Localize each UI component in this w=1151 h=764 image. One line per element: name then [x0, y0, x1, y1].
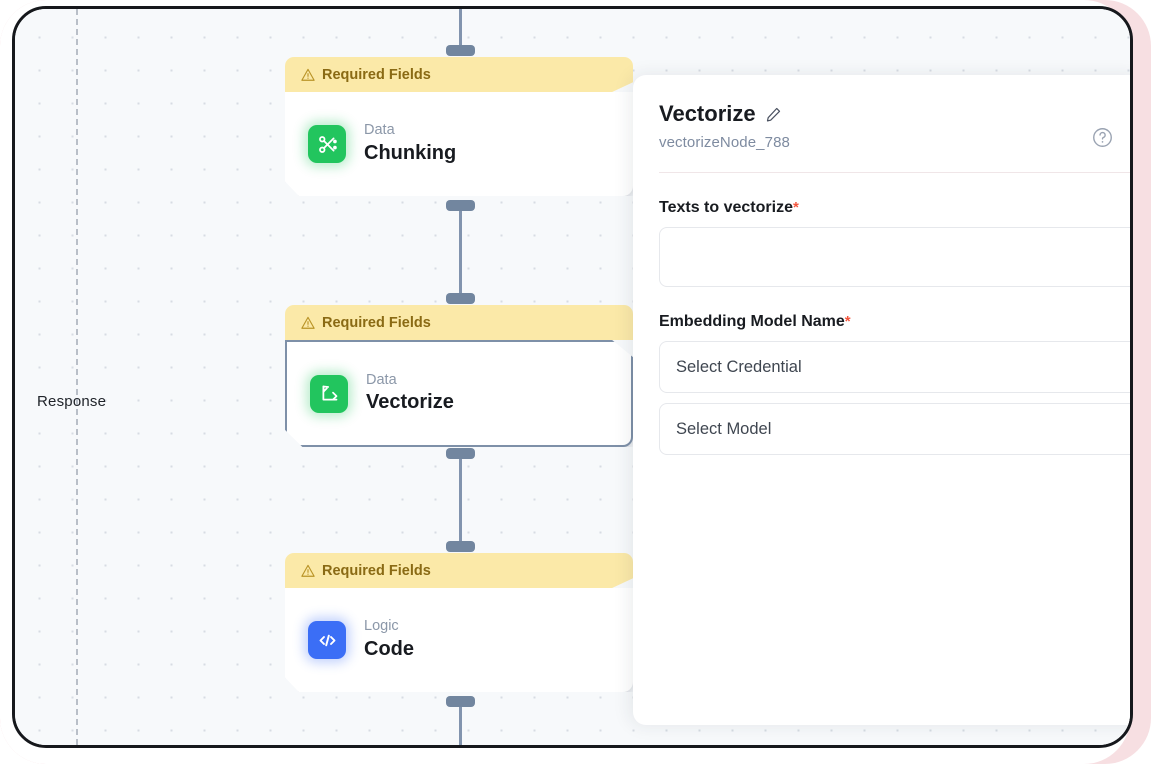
node-vectorize-body[interactable]: Data Vectorize: [285, 340, 633, 447]
pencil-icon[interactable]: [765, 106, 782, 123]
warning-triangle-icon: [301, 316, 315, 329]
node-chunking-required-banner: Required Fields: [285, 57, 633, 92]
required-marker: *: [792, 199, 799, 216]
handle-code-in[interactable]: [446, 541, 475, 552]
device-frame: Response Required Fields: [12, 6, 1133, 748]
node-chunking-title: Chunking: [364, 141, 457, 164]
node-chunking[interactable]: Required Fields Data: [285, 57, 633, 196]
question-circle-icon[interactable]: [1092, 127, 1113, 148]
node-code-body[interactable]: Logic Code: [285, 588, 633, 692]
scissors-icon: [308, 125, 346, 163]
node-code-title: Code: [364, 637, 414, 660]
panel-divider: [659, 172, 1130, 173]
handle-code-out[interactable]: [446, 696, 475, 707]
node-code[interactable]: Required Fields Logic Code: [285, 553, 633, 692]
required-marker: *: [844, 313, 851, 330]
field-texts-to-vectorize-label: Texts to vectorize*: [659, 199, 1130, 217]
code-brackets-icon: [308, 621, 346, 659]
node-chunking-text: Data Chunking: [364, 122, 457, 165]
field-embedding-model-name: Embedding Model Name* Select Credential …: [659, 313, 1130, 455]
node-vectorize-category: Data: [366, 371, 397, 388]
node-code-required-banner: Required Fields: [285, 553, 633, 588]
vector-arrow-icon: [310, 374, 348, 413]
panel-header: Vectorize: [659, 101, 1130, 127]
select-credential-dropdown[interactable]: Select Credential: [659, 341, 1130, 393]
texts-to-vectorize-input[interactable]: [659, 227, 1130, 287]
field-label-text: Embedding Model Name: [659, 313, 845, 330]
handle-vectorize-in[interactable]: [446, 293, 475, 304]
node-vectorize-title: Vectorize: [366, 391, 454, 414]
node-code-category: Logic: [364, 618, 399, 635]
node-chunking-body[interactable]: Data Chunking: [285, 92, 633, 196]
field-texts-to-vectorize: Texts to vectorize*: [659, 199, 1130, 287]
node-chunking-banner-label: Required Fields: [322, 66, 431, 83]
handle-chunking-out[interactable]: [446, 200, 475, 211]
node-vectorize-banner-label: Required Fields: [322, 314, 431, 331]
node-vectorize-text: Data Vectorize: [366, 371, 454, 415]
select-model-dropdown[interactable]: Select Model: [659, 403, 1130, 455]
edge-chunking-to-vectorize: [459, 205, 462, 301]
edge-bottom: [459, 701, 462, 745]
warning-triangle-icon: [301, 68, 315, 81]
panel-node-id: vectorizeNode_788: [659, 134, 790, 151]
response-guide-line: [76, 9, 78, 745]
edge-vectorize-to-code: [459, 453, 462, 549]
response-guide-label: Response: [37, 393, 107, 410]
node-code-banner-label: Required Fields: [322, 562, 431, 579]
edge-top: [459, 9, 462, 45]
warning-triangle-icon: [301, 564, 315, 577]
field-embedding-model-name-label: Embedding Model Name*: [659, 313, 1130, 331]
node-chunking-category: Data: [364, 122, 395, 139]
node-code-text: Logic Code: [364, 618, 414, 661]
field-label-text: Texts to vectorize: [659, 199, 793, 216]
node-vectorize-required-banner: Required Fields: [285, 305, 633, 340]
handle-vectorize-out[interactable]: [446, 448, 475, 459]
node-properties-panel: Vectorize vectorizeNode_788 Texts to vec…: [633, 75, 1130, 725]
node-vectorize[interactable]: Required Fields Data Vectorize: [285, 305, 633, 447]
handle-chunking-in[interactable]: [446, 45, 475, 56]
panel-title: Vectorize: [659, 101, 756, 126]
